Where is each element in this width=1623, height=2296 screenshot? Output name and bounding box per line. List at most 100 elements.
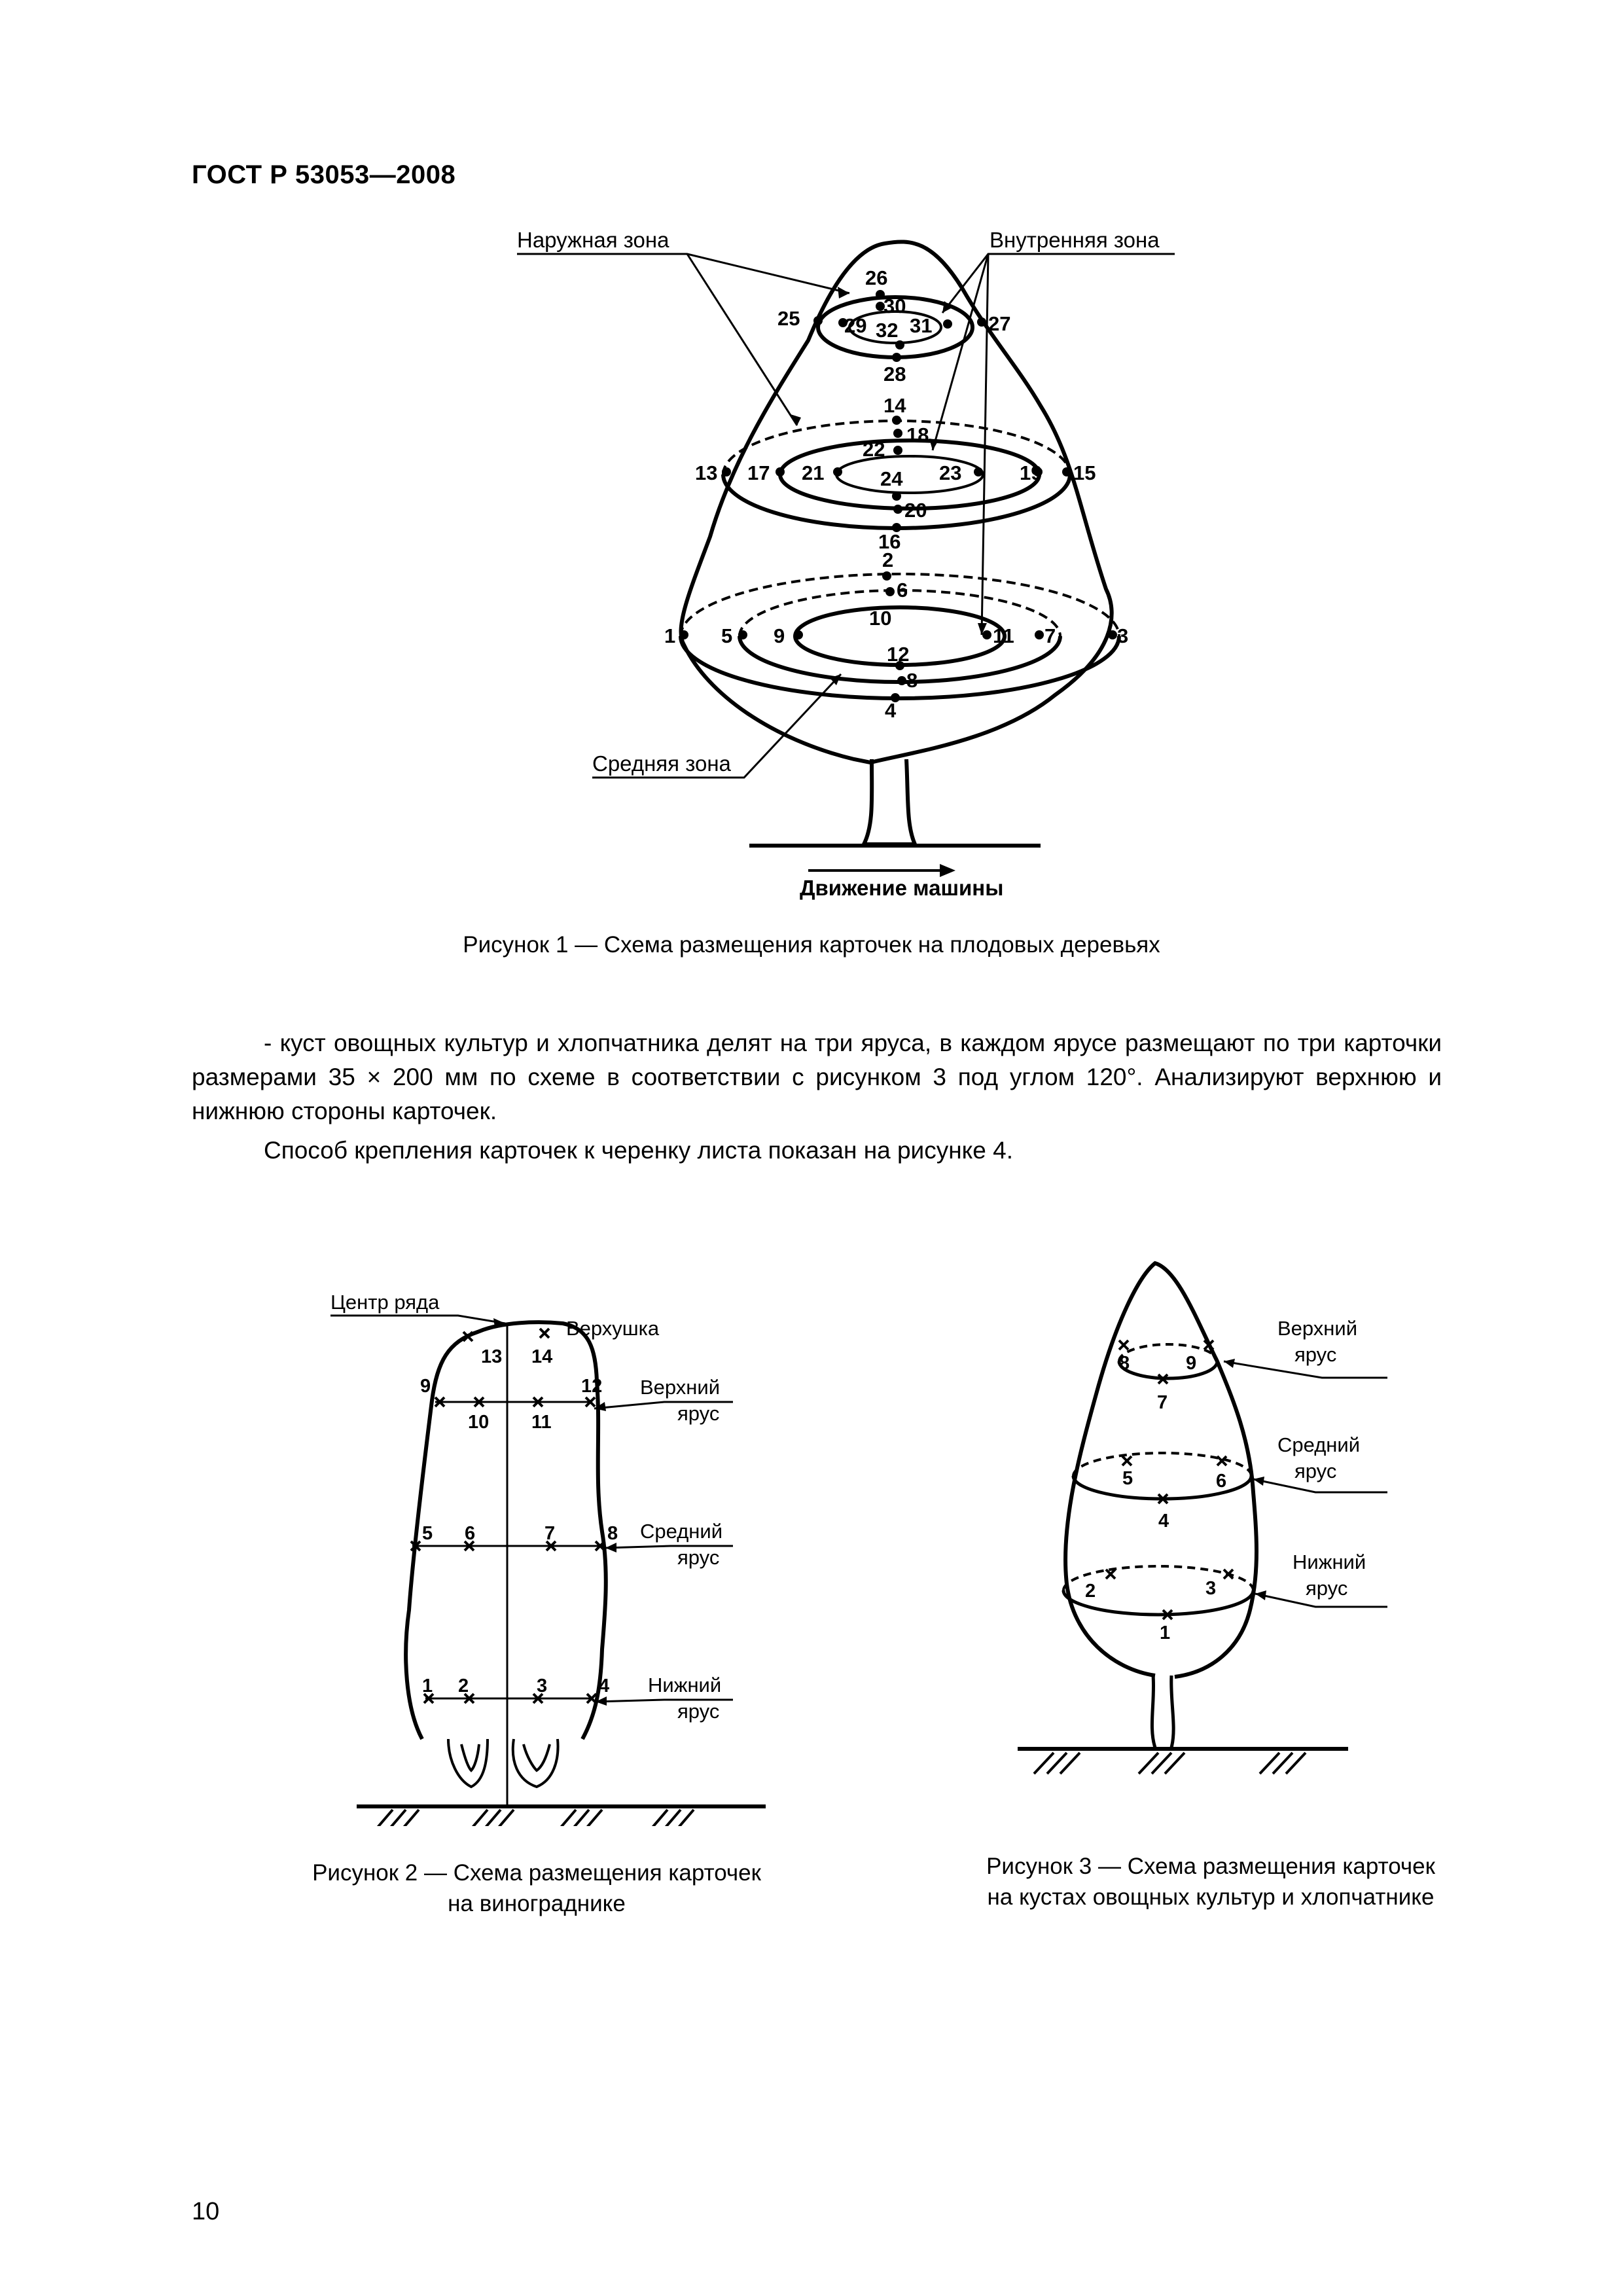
point-label: 1 — [1160, 1623, 1170, 1643]
point-label: 2 — [458, 1676, 469, 1696]
figure-2-caption: Рисунок 2 — Схема размещения карточек на… — [275, 1857, 798, 1919]
point-label: 24 — [880, 467, 903, 490]
row-center-label: Центр ряда — [330, 1291, 440, 1314]
paragraph-1: - куст овощных культур и хлопчатника дел… — [192, 1030, 1442, 1124]
point-label: 11 — [531, 1412, 552, 1433]
point-label: 5 — [721, 624, 732, 647]
point-label: 3 — [1117, 624, 1128, 647]
bush-crown-outline — [1063, 1261, 1258, 1679]
bottom-middle-ellipse-back — [738, 589, 1061, 637]
point-label: 7 — [1157, 1392, 1168, 1413]
point-label: 5 — [422, 1523, 433, 1544]
document-header: ГОСТ Р 53053—2008 — [192, 160, 456, 189]
middle-tier-label: Средний — [1277, 1433, 1360, 1456]
upper-tier-label: Верхний — [1277, 1317, 1357, 1340]
point-label: 6 — [897, 579, 908, 601]
figure-3-vegetable-bush-diagram: Верхний ярус Средний ярус Нижний ярус 8 … — [1018, 1261, 1387, 1775]
figure-1-fruit-tree-diagram: Наружная зона Внутренняя зона Средняя зо… — [517, 228, 1175, 900]
lower-tier-label-2: ярус — [1306, 1577, 1347, 1600]
point-label: 31 — [910, 314, 932, 337]
point-label: 12 — [887, 643, 909, 666]
point-label: 20 — [904, 499, 927, 522]
point-label: 21 — [802, 461, 824, 484]
point-label: 5 — [1122, 1468, 1133, 1489]
point-label: 3 — [537, 1676, 547, 1696]
middle-tier-label-2: ярус — [677, 1546, 719, 1569]
point-label: 8 — [1119, 1353, 1130, 1374]
upper-tier-label-2: ярус — [677, 1402, 719, 1425]
point-label: 29 — [844, 314, 866, 337]
card-markers — [410, 1327, 606, 1704]
point-label: 3 — [1205, 1578, 1216, 1599]
point-label: 4 — [1158, 1511, 1169, 1532]
point-label: 19 — [1020, 461, 1042, 484]
page-number: 10 — [192, 2198, 220, 2225]
point-label: 27 — [988, 312, 1010, 335]
point-label: 30 — [883, 295, 906, 317]
point-label: 1 — [664, 624, 675, 647]
point-label: 6 — [1216, 1471, 1226, 1492]
figure-3-point-numbers: 8 9 7 5 6 4 2 3 1 — [1085, 1353, 1226, 1643]
point-label: 8 — [906, 669, 918, 692]
upper-tier-label-2: ярус — [1294, 1343, 1336, 1366]
figure-3-caption-line-2: на кустах овощных культур и хлопчатнике — [987, 1884, 1435, 1910]
outer-zone-label: Наружная зона — [517, 228, 669, 252]
tree-crown-outline — [679, 240, 1114, 765]
point-label: 2 — [882, 548, 893, 571]
lower-tier-label-2: ярус — [677, 1700, 719, 1723]
bottom-outer-ellipse-back — [679, 573, 1120, 637]
point-label: 12 — [581, 1376, 602, 1397]
figure-3-caption-line-1: Рисунок 3 — Схема размещения карточек — [986, 1854, 1435, 1879]
point-label: 7 — [1044, 624, 1056, 647]
point-label: 23 — [939, 461, 961, 484]
top-inner-ellipse — [848, 310, 942, 344]
figure-2-caption-line-1: Рисунок 2 — Схема размещения карточек — [312, 1860, 761, 1886]
lower-tier-label: Нижний — [1293, 1551, 1366, 1573]
point-label: 6 — [465, 1523, 475, 1544]
point-label: 32 — [876, 319, 898, 342]
point-label: 25 — [777, 307, 800, 330]
figure-2-point-numbers: 13 14 9 12 10 11 5 6 7 8 1 2 3 4 — [420, 1346, 618, 1696]
paragraph-2: Способ крепления карточек к черенку лист… — [264, 1137, 1013, 1164]
bottom-outer-ellipse-front — [679, 636, 1121, 700]
point-label: 14 — [531, 1346, 552, 1367]
point-label: 10 — [869, 607, 891, 630]
body-text: - куст овощных культур и хлопчатника дел… — [192, 1026, 1442, 1168]
point-label: 17 — [747, 461, 770, 484]
figure-1-caption: Рисунок 1 — Схема размещения карточек на… — [463, 932, 1160, 958]
figure-3-caption: Рисунок 3 — Схема размещения карточек на… — [933, 1851, 1489, 1912]
point-label: 9 — [420, 1376, 431, 1397]
point-label: 2 — [1085, 1581, 1096, 1602]
middle-zone-label: Средняя зона — [592, 751, 732, 776]
figure-2-vineyard-diagram: Центр ряда Верхушка Верхний ярус Средний… — [330, 1291, 766, 1826]
point-label: 8 — [607, 1523, 618, 1544]
inner-zone-label: Внутренняя зона — [990, 228, 1160, 252]
point-label: 15 — [1073, 461, 1096, 484]
point-label: 9 — [1186, 1353, 1196, 1374]
point-label: 10 — [468, 1412, 489, 1433]
lower-tier-label: Нижний — [648, 1674, 721, 1696]
bush-stem — [1150, 1675, 1175, 1748]
point-label: 1 — [422, 1676, 433, 1696]
figure-2-caption-line-2: на винограднике — [448, 1891, 626, 1916]
card-markers — [1105, 1339, 1234, 1621]
figure-1-point-numbers: 26 30 25 29 32 31 27 2 8 14 18 22 1 3 17 2… — [664, 266, 1128, 722]
vine-canopy-outline — [404, 1320, 608, 1740]
middle-tier-label-2: ярус — [1294, 1460, 1336, 1482]
point-label: 18 — [906, 423, 929, 446]
point-label: 9 — [774, 624, 785, 647]
upper-tier-label: Верхний — [640, 1376, 720, 1399]
point-label: 7 — [544, 1523, 555, 1544]
movement-label: Движение машины — [800, 876, 1003, 900]
point-label: 16 — [878, 530, 901, 553]
point-label: 14 — [883, 394, 906, 417]
middle-zone-leader — [592, 673, 842, 779]
middle-tier-label: Средний — [640, 1520, 722, 1543]
point-label: 4 — [885, 699, 897, 722]
point-label: 26 — [865, 266, 887, 289]
inner-zone-leader — [941, 253, 1175, 314]
point-label: 4 — [599, 1676, 609, 1696]
point-label: 22 — [863, 438, 885, 461]
top-label: Верхушка — [566, 1317, 660, 1340]
movement-arrow-head — [940, 864, 955, 877]
